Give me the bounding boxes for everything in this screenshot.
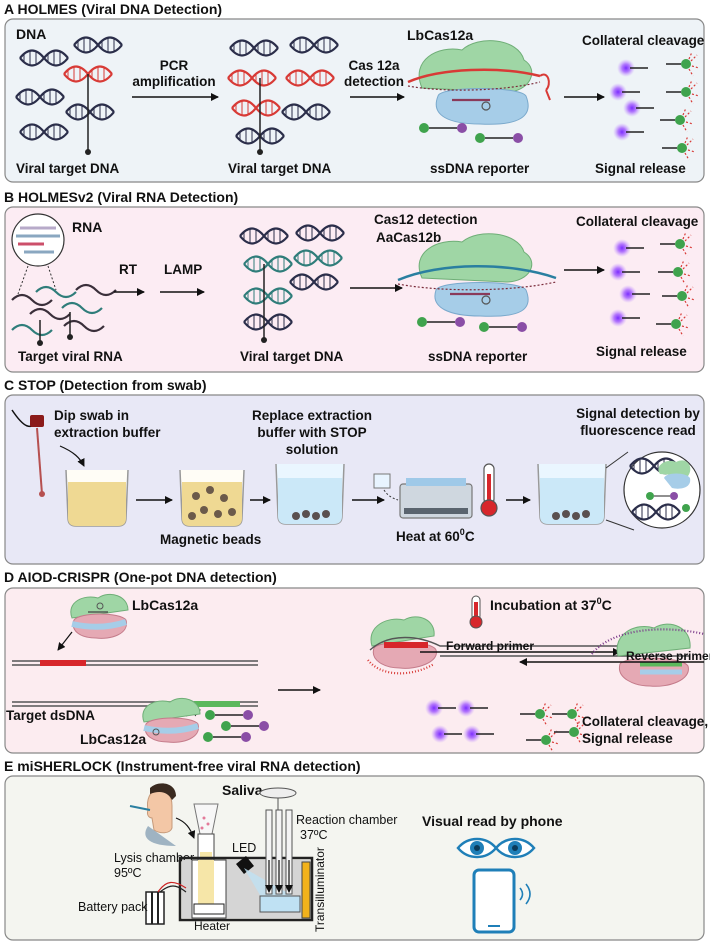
viral-target-dna-left: Viral target DNA (16, 161, 120, 176)
person-head (147, 789, 173, 834)
lbcas12a-label: LbCas12a (407, 27, 473, 43)
target-strand (397, 265, 557, 282)
eye-icon (456, 837, 498, 859)
cas-green-lobe (418, 233, 533, 283)
reaction-line2: 37ºC (300, 828, 328, 842)
aacas12b-label: AaCas12b (376, 230, 441, 245)
magnetic-beads-label: Magnetic beads (160, 532, 261, 547)
rna-strand (11, 323, 53, 337)
led-icon (236, 856, 254, 874)
panel-c-title: C STOP (Detection from swab) (4, 377, 207, 393)
panel-a-title: A HOLMES (Viral DNA Detection) (4, 1, 222, 17)
panel-b-title: B HOLMESv2 (Viral RNA Detection) (4, 189, 238, 205)
cas-right-complex (616, 623, 691, 657)
rna-strand (61, 301, 103, 315)
collateral-cleavage-label: Collateral cleavage (582, 33, 705, 48)
lbcas12a-bottom: LbCas12a (80, 731, 146, 747)
cas12-detection-label: Cas12 detection (374, 212, 478, 227)
rna-strand (29, 307, 71, 321)
pcr-label: PCR (160, 58, 189, 73)
panel-d-title: D AIOD-CRISPR (One-pot DNA detection) (4, 569, 277, 585)
reaction-tube (265, 809, 273, 895)
dip-swab-line1: Dip swab in (54, 408, 129, 423)
led-label: LED (232, 841, 256, 855)
panel-e: E miSHERLOCK (Instrument-free viral RNA … (4, 758, 705, 941)
viral-target-dna-mid: Viral target DNA (228, 161, 332, 176)
collateral-cleavage-label-b: Collateral cleavage (576, 214, 699, 229)
panel-a-frame (4, 18, 705, 183)
dip-swab-line2: extraction buffer (54, 425, 161, 440)
cas-green-lobe (418, 40, 533, 93)
amplification-label: amplification (132, 74, 215, 89)
cas-green-lobe (142, 698, 201, 723)
heater-label: Heater (194, 919, 230, 933)
lbcas12a-top: LbCas12a (132, 597, 198, 613)
reverse-primer-label: Reverse primer (626, 649, 710, 663)
crrna-strand (407, 68, 541, 84)
battery-label: Battery pack (78, 900, 148, 914)
cas12a-detection-line2: detection (344, 74, 404, 89)
dna-label: DNA (16, 26, 46, 42)
panel-b-frame (4, 206, 705, 373)
rna-label: RNA (72, 219, 102, 235)
lysis-line1: Lysis chamber (114, 851, 194, 865)
signal-detection-line2: fluorescence read (580, 423, 696, 438)
collateral-line1-d: Collateral cleavage, (582, 714, 708, 729)
saliva-label: Saliva (222, 782, 263, 798)
phone-icon (472, 868, 531, 934)
rna-strand (11, 293, 53, 307)
heat-label: Heat at 600C (396, 527, 475, 544)
panel-e-frame (4, 775, 705, 941)
collateral-line2-d: Signal release (582, 731, 673, 746)
signal-detection-line1: Signal detection by (576, 406, 700, 421)
panel-a: A HOLMES (Viral DNA Detection) DNA Viral… (4, 1, 705, 183)
replace-line2: buffer with STOP (257, 425, 366, 440)
forward-primer-label: Forward primer (446, 639, 534, 653)
cas-left-complex (370, 616, 435, 647)
lysis-line2: 95ºC (114, 866, 142, 880)
lamp-label: LAMP (164, 262, 202, 277)
cas12a-detection-line1: Cas 12a (348, 58, 400, 73)
signal-release-label-b: Signal release (596, 344, 687, 359)
rt-label: RT (119, 262, 138, 277)
ssdna-reporter-label: ssDNA reporter (430, 161, 530, 176)
panel-e-title: E miSHERLOCK (Instrument-free viral RNA … (4, 758, 361, 774)
incubation-label: Incubation at 370C (490, 596, 612, 613)
rna-strand (35, 285, 77, 299)
panel-c-frame (4, 394, 705, 565)
replace-line1: Replace extraction (252, 408, 372, 423)
replace-line3: solution (286, 442, 339, 457)
panel-d: D AIOD-CRISPR (One-pot DNA detection) Lb… (4, 569, 710, 754)
panel-b: B HOLMESv2 (Viral RNA Detection) RNA Tar… (4, 189, 705, 373)
signal-release-label: Signal release (595, 161, 686, 176)
viral-target-dna-b: Viral target DNA (240, 349, 344, 364)
visual-read-label: Visual read by phone (422, 813, 563, 829)
rna-zoom-circle (11, 213, 65, 267)
eye-icon (494, 837, 536, 859)
transilluminator-label: Transilluminator (313, 847, 327, 932)
cas-green-lobe (70, 594, 129, 619)
battery-pack (145, 891, 165, 925)
ssdna-reporter-label-b: ssDNA reporter (428, 349, 528, 364)
target-viral-rna-label: Target viral RNA (18, 349, 123, 364)
reaction-line1: Reaction chamber (296, 813, 397, 827)
target-dsdna-label: Target dsDNA (6, 708, 95, 723)
transilluminator-panel (301, 861, 311, 919)
rna-strand (75, 283, 117, 297)
panel-c: C STOP (Detection from swab) Dip swab in… (4, 377, 705, 565)
